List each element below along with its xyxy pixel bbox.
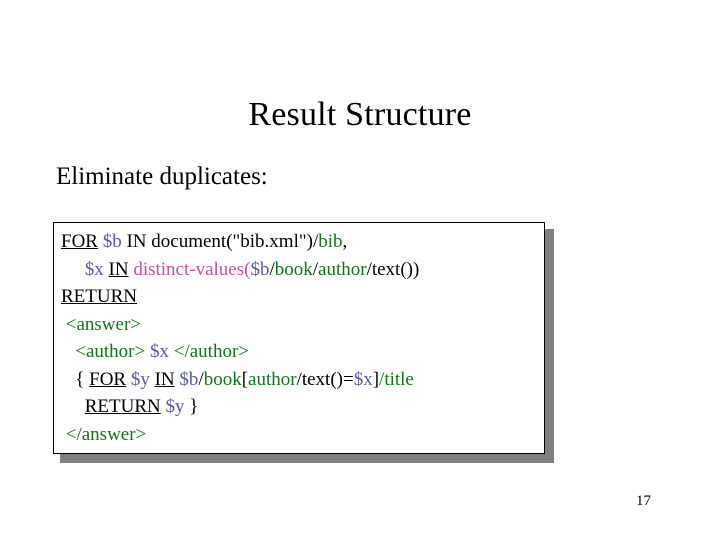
code-token-plain xyxy=(61,259,85,280)
code-token-plain: , xyxy=(342,231,348,252)
code-token-elem: title xyxy=(384,368,414,390)
code-token-kw: RETURN xyxy=(61,286,137,307)
code-token-var: $b xyxy=(179,368,199,390)
code-token-kw: FOR xyxy=(89,368,127,390)
code-token-func: distinct-values( xyxy=(133,258,251,280)
code-token-var: $b xyxy=(250,258,270,280)
code-token-elem: author xyxy=(248,368,297,390)
code-token-kw: IN xyxy=(108,258,129,280)
code-token-plain: / xyxy=(269,258,275,280)
code-token-plain: / xyxy=(198,368,204,390)
code-token-elem: author xyxy=(318,258,367,280)
code-token-var: $x xyxy=(84,258,104,280)
page-title: Result Structure xyxy=(248,95,472,133)
code-token-elem: / xyxy=(379,368,385,390)
code-block-lines: FOR $b IN document("bib.xml")/bib, $x IN… xyxy=(61,228,544,448)
code-token-plain: } xyxy=(184,396,199,417)
code-token-plain: ] xyxy=(372,368,380,390)
code-token-plain: / xyxy=(312,258,319,280)
code-token-var: $y xyxy=(165,396,185,417)
code-token-elem: <author> xyxy=(75,341,146,362)
code-token-plain: { xyxy=(61,368,90,390)
code-token-plain: /text()) xyxy=(366,258,420,280)
code-token-plain: [ xyxy=(241,368,249,390)
code-token-var: $x xyxy=(353,368,373,390)
code-token-elem: book xyxy=(274,258,313,280)
code-token-plain: IN document("bib.xml")/ xyxy=(121,231,319,252)
slide-subtitle: Eliminate duplicates: xyxy=(56,163,268,190)
code-token-kw: FOR xyxy=(61,231,98,252)
code-line: $x IN distinct-values($b/book/author/tex… xyxy=(61,256,544,284)
code-token-kw: IN xyxy=(154,368,175,390)
code-token-elem: </answer> xyxy=(65,423,147,445)
code-line: RETURN $y } xyxy=(61,393,544,421)
code-token-var: $b xyxy=(102,231,122,252)
code-token-elem: bib xyxy=(318,231,343,252)
code-token-elem: book xyxy=(203,368,242,390)
code-line: { FOR $y IN $b/book[author/text()=$x]/ti… xyxy=(61,366,544,394)
code-line: </answer> xyxy=(61,421,544,449)
code-token-elem: </author> xyxy=(173,341,249,362)
code-token-plain xyxy=(61,396,85,417)
code-line: <answer> xyxy=(61,311,544,339)
page-number: 17 xyxy=(636,493,651,509)
code-line: <author> $x </author> xyxy=(61,338,544,366)
code-token-plain xyxy=(61,341,75,362)
code-line: FOR $b IN document("bib.xml")/bib, xyxy=(61,228,544,256)
code-token-elem: <answer> xyxy=(65,313,141,335)
code-line: RETURN xyxy=(61,283,544,311)
code-token-plain: /text()= xyxy=(296,368,354,390)
code-token-var: $x xyxy=(149,341,169,362)
code-token-var: $y xyxy=(130,368,150,390)
code-token-kw: RETURN xyxy=(84,396,161,417)
code-block-container: FOR $b IN document("bib.xml")/bib, $x IN… xyxy=(53,222,545,454)
